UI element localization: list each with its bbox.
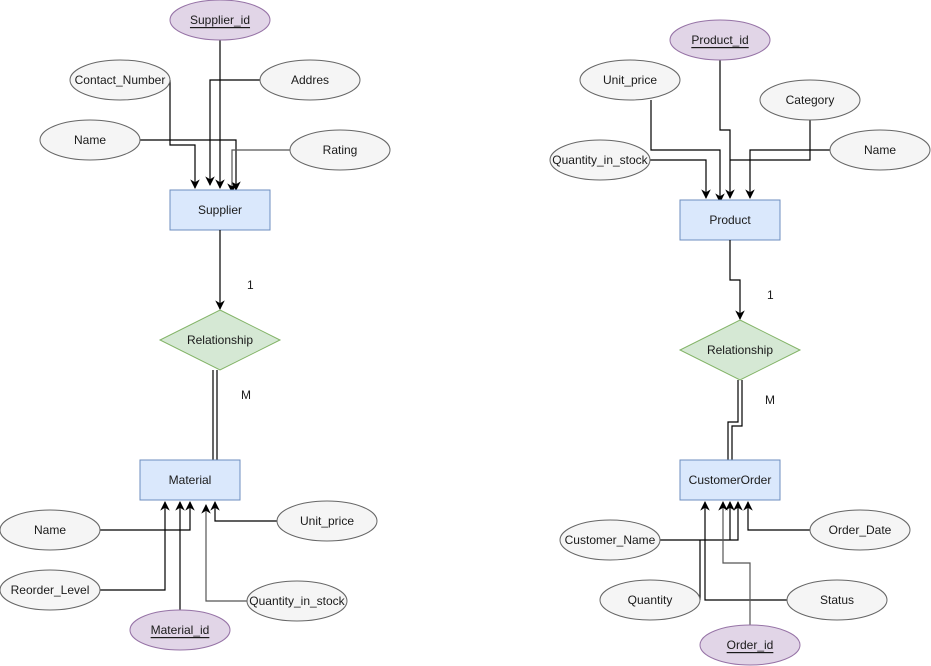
entity-material[interactable]: [139, 459, 241, 501]
entity-customer-order[interactable]: [679, 459, 781, 501]
attribute-order-quantity[interactable]: [599, 579, 701, 621]
attribute-material-unit-price[interactable]: [276, 500, 378, 542]
attribute-product-quantity-label: Quantity_in_stock: [552, 153, 648, 167]
relationship-product-order[interactable]: [678, 319, 802, 381]
edge-product-name: [745, 149, 830, 199]
attribute-supplier-contact-number[interactable]: [69, 59, 171, 101]
attribute-material-quantity-label: Quantity_in_stock: [249, 594, 345, 608]
attribute-material-reorder-level-label: Reorder_Level: [11, 583, 90, 597]
edge-supplier-name: [140, 139, 241, 191]
attribute-supplier-rating[interactable]: [289, 129, 391, 171]
entity-material-label: Material: [169, 473, 212, 487]
attribute-order-date[interactable]: [809, 509, 911, 551]
cardinality-product-one: 1: [767, 288, 774, 302]
attribute-order-customer-name[interactable]: [559, 519, 661, 561]
edge-supplier-rating: [227, 149, 290, 193]
attribute-material-id-label: Material_id: [151, 623, 210, 637]
edge-material-name: [100, 501, 195, 531]
edge-material-quantity: [201, 504, 247, 602]
attribute-supplier-address-label: Addres: [291, 73, 329, 87]
attribute-product-name-label: Name: [864, 143, 896, 157]
edge-supplier-address: [205, 79, 261, 186]
edge-product-category: [730, 120, 811, 161]
attribute-order-id-label: Order_id: [727, 638, 774, 652]
attribute-material-quantity[interactable]: [246, 580, 348, 622]
entity-supplier-label: Supplier: [198, 203, 242, 217]
attribute-order-status-label: Status: [820, 593, 854, 607]
edge-product-unit-price: [650, 100, 725, 203]
order-attribute-edges: [660, 501, 810, 625]
attribute-material-id[interactable]: [129, 609, 231, 651]
attribute-order-status[interactable]: [786, 579, 888, 621]
material-attribute-edges: [100, 501, 277, 610]
attribute-supplier-id-label: Supplier_id: [190, 13, 250, 27]
attribute-order-id[interactable]: [699, 624, 801, 666]
supplier-attribute-edges: [140, 40, 290, 193]
edge-order-status: [700, 501, 788, 601]
attribute-product-category[interactable]: [759, 79, 861, 121]
product-attribute-edges: [650, 60, 830, 203]
edge-product-id: [719, 60, 735, 199]
entity-product-label: Product: [709, 213, 751, 227]
attribute-material-name[interactable]: [0, 509, 101, 551]
attribute-product-unit-price-label: Unit_price: [603, 73, 657, 87]
edge-material-unit-price: [210, 501, 277, 522]
attribute-supplier-rating-label: Rating: [323, 143, 358, 157]
attribute-product-unit-price[interactable]: [579, 59, 681, 101]
relationship-product-order-label: Relationship: [707, 343, 773, 357]
attribute-product-name[interactable]: [829, 129, 931, 171]
edge-product-quantity: [650, 159, 711, 199]
edge-order-customer-name: [660, 501, 743, 541]
entity-customer-order-label: CustomerOrder: [689, 473, 772, 487]
attribute-supplier-address[interactable]: [259, 59, 361, 101]
relationship-supplier-material[interactable]: [158, 309, 282, 371]
entity-supplier[interactable]: [169, 189, 271, 231]
relationship-supplier-material-label: Relationship: [187, 333, 253, 347]
attribute-product-id[interactable]: [669, 19, 771, 61]
edge-product-relationship: [729, 240, 745, 320]
attribute-supplier-id[interactable]: [169, 0, 271, 41]
attribute-supplier-contact-number-label: Contact_Number: [75, 73, 166, 87]
attribute-product-quantity[interactable]: [549, 139, 651, 181]
attribute-material-name-label: Name: [34, 523, 66, 537]
edge-order-id: [718, 501, 751, 625]
attribute-material-unit-price-label: Unit_price: [300, 514, 354, 528]
attribute-product-category-label: Category: [786, 93, 835, 107]
edge-supplier-contact: [169, 80, 200, 189]
edge-relationship-order-2: [731, 380, 743, 460]
attribute-order-date-label: Order_Date: [829, 523, 892, 537]
edge-order-date: [743, 501, 810, 531]
attribute-product-id-label: Product_id: [691, 33, 748, 47]
cardinality-order-many: M: [765, 393, 775, 407]
attribute-supplier-name-label: Name: [74, 133, 106, 147]
attribute-order-quantity-label: Quantity: [628, 593, 673, 607]
attribute-order-customer-name-label: Customer_Name: [565, 533, 656, 547]
cardinality-supplier-one: 1: [247, 278, 254, 292]
cardinality-material-many: M: [241, 388, 251, 402]
edge-material-reorder-level: [100, 501, 170, 591]
attribute-material-reorder-level[interactable]: [0, 569, 101, 611]
attribute-supplier-name[interactable]: [39, 119, 141, 161]
edge-relationship-order-1: [727, 380, 739, 460]
